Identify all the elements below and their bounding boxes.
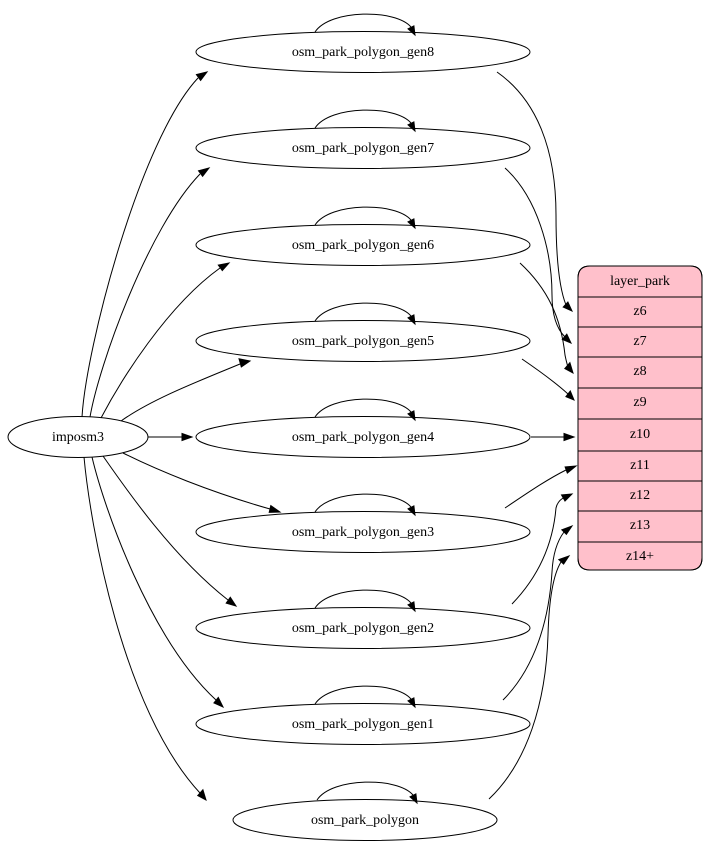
node-imposm3[interactable]: imposm3 (7, 416, 149, 458)
node-label: osm_park_polygon_gen4 (292, 430, 434, 445)
table-row-label: z11 (630, 458, 650, 473)
node-osm-park-polygon-gen7[interactable]: osm_park_polygon_gen7 (195, 109, 531, 169)
node-label: osm_park_polygon_gen8 (292, 45, 434, 60)
edge-imposm3-to-base (83, 456, 207, 802)
edges-from-imposm3 (81, 71, 282, 802)
table-row-z10[interactable]: z10 (578, 427, 702, 452)
self-loop-gen7 (314, 109, 416, 133)
edge-imposm3-to-gen6 (100, 262, 231, 419)
node-label: osm_park_polygon_gen5 (292, 334, 434, 349)
self-loop-gen1 (314, 685, 416, 709)
table-row-z7[interactable]: z7 (578, 334, 702, 358)
self-loop-gen5 (314, 302, 416, 326)
table-row-label: z9 (633, 395, 646, 410)
node-osm-park-polygon-gen2[interactable]: osm_park_polygon_gen2 (195, 589, 531, 649)
table-row-label: z7 (633, 334, 646, 349)
edge-gen8-to-z6 (496, 71, 574, 312)
edge-imposm3-to-gen8 (81, 71, 209, 418)
node-label: osm_park_polygon (311, 813, 419, 828)
table-header-layer-park: layer_park (578, 274, 702, 298)
edge-imposm3-to-gen4 (148, 432, 194, 442)
edges-to-layer-park (488, 71, 578, 800)
table-row-z11[interactable]: z11 (578, 458, 702, 482)
edge-imposm3-to-gen3 (122, 452, 282, 513)
node-label: osm_park_polygon_gen3 (292, 525, 434, 540)
edge-gen4-to-z10 (531, 432, 576, 442)
node-osm-park-polygon-gen5[interactable]: osm_park_polygon_gen5 (195, 302, 531, 362)
table-row-label: z14+ (626, 549, 654, 564)
table-layer-park[interactable]: layer_park z6 z7 z8 z9 z10 z11 (577, 265, 703, 571)
node-osm-park-polygon-gen8[interactable]: osm_park_polygon_gen8 (195, 13, 531, 73)
node-osm-park-polygon-gen3[interactable]: osm_park_polygon_gen3 (195, 493, 531, 553)
table-header-label: layer_park (610, 274, 670, 289)
table-row-z13[interactable]: z13 (578, 518, 702, 543)
table-row-label: z8 (633, 364, 646, 379)
table-outline (577, 265, 703, 571)
node-osm-park-polygon-gen6[interactable]: osm_park_polygon_gen6 (195, 206, 531, 266)
table-row-z8[interactable]: z8 (578, 364, 702, 389)
table-row-z12[interactable]: z12 (578, 488, 702, 512)
self-loop-base (316, 781, 418, 805)
edge-gen6-to-z8 (519, 262, 574, 375)
node-osm-park-polygon-gen4[interactable]: osm_park_polygon_gen4 (195, 398, 531, 458)
edge-imposm3-to-gen1 (91, 456, 225, 709)
edge-gen7-to-z7 (504, 167, 573, 344)
self-loop-gen8 (314, 13, 416, 37)
table-row-z9[interactable]: z9 (578, 395, 702, 420)
node-osm-park-polygon-gen1[interactable]: osm_park_polygon_gen1 (195, 685, 531, 745)
table-row-label: z13 (630, 518, 650, 533)
edge-imposm3-to-gen7 (89, 167, 211, 418)
self-loop-gen3 (314, 493, 416, 517)
edge-gen1-to-z13 (502, 524, 574, 701)
edge-base-to-z14 (488, 555, 571, 800)
node-label: osm_park_polygon_gen6 (292, 238, 434, 253)
self-loop-gen4 (314, 398, 416, 422)
table-row-z14-plus[interactable]: z14+ (626, 549, 654, 564)
edge-imposm3-to-gen2 (102, 455, 238, 607)
node-label: osm_park_polygon_gen2 (292, 621, 434, 636)
edge-imposm3-to-gen5 (120, 358, 252, 422)
edge-gen3-to-z11 (504, 465, 578, 509)
table-row-z6[interactable]: z6 (578, 304, 702, 328)
node-label: osm_park_polygon_gen1 (292, 717, 434, 732)
node-label: osm_park_polygon_gen7 (292, 141, 434, 156)
edge-gen5-to-z9 (521, 358, 575, 401)
self-loop-gen6 (314, 206, 416, 230)
node-label: imposm3 (52, 430, 104, 445)
edge-gen2-to-z12 (511, 493, 574, 605)
node-osm-park-polygon[interactable]: osm_park_polygon (232, 781, 498, 841)
table-row-label: z10 (630, 427, 650, 442)
self-loop-gen2 (314, 589, 416, 613)
table-row-label: z12 (630, 488, 650, 503)
table-row-label: z6 (633, 304, 646, 319)
